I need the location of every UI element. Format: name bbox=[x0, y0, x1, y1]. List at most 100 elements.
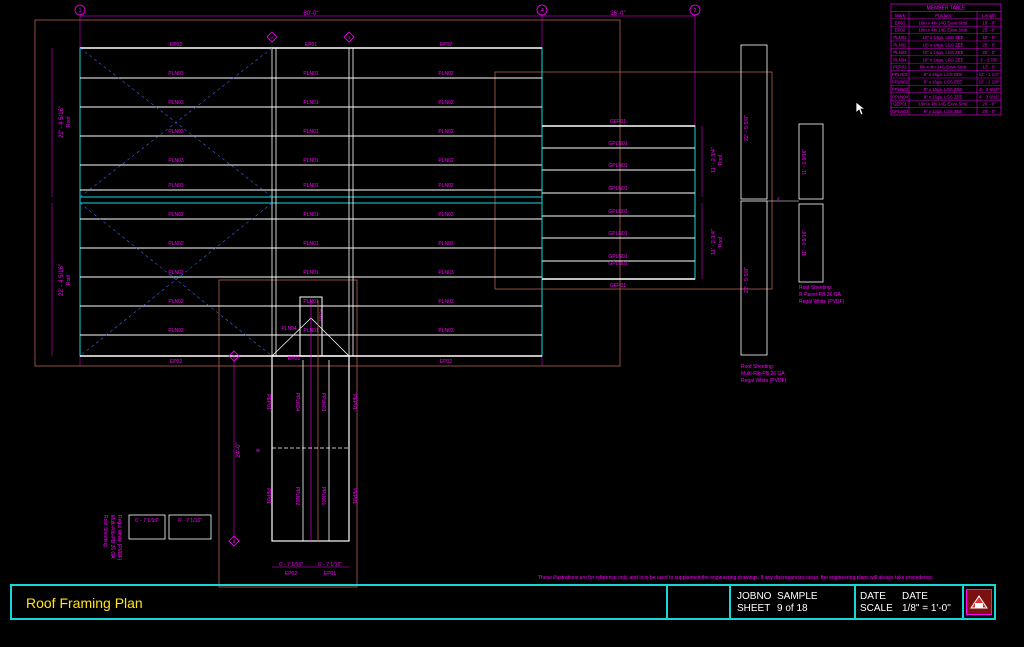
eave-label: EP02 bbox=[170, 359, 182, 365]
grid-diamond-3-label: 3 bbox=[348, 35, 351, 40]
gable-dim-word: Roof bbox=[718, 236, 724, 247]
purlin-label: PLN02 bbox=[438, 100, 454, 106]
purlin-label: PLN02 bbox=[438, 71, 454, 77]
side-panel-small bbox=[798, 123, 824, 200]
legend-box-label: 6' - 7 1/16" bbox=[135, 518, 159, 524]
member-table-cell: 8" x 16ga. LGS ZEE bbox=[924, 80, 963, 85]
purlin-label: PLN02 bbox=[438, 183, 454, 189]
legend-box bbox=[128, 514, 166, 540]
porch-center-label: PPLN02 bbox=[294, 487, 300, 506]
gable-outline bbox=[494, 71, 773, 290]
grid-diamond-2 bbox=[266, 31, 278, 43]
porch-diamond bbox=[228, 350, 240, 362]
purlin-label: PLN01 bbox=[303, 158, 319, 164]
side-sheeting-note: R-Panel-PB 26 GA bbox=[799, 292, 842, 298]
purlin-label: PLN03 bbox=[168, 71, 184, 77]
porch-diamond-label: 2 bbox=[233, 354, 236, 359]
gable-purlin-label: GPLN01 bbox=[608, 209, 627, 215]
eave-label: EP02 bbox=[170, 42, 182, 48]
member-table-cell: 10" x 14ga. LGS ZEE bbox=[923, 43, 964, 48]
member-table-outline bbox=[890, 3, 1002, 116]
purlin-label: PLN02 bbox=[438, 158, 454, 164]
member-table-cell: 10in x 4in 14G Eave Strut bbox=[919, 102, 969, 107]
eave-label: EP01 bbox=[305, 42, 317, 48]
member-table-header: Mark bbox=[895, 13, 906, 18]
porch-bottom-label: EP01 bbox=[324, 571, 336, 577]
grid-bubble-4-label: 4 bbox=[541, 8, 544, 14]
sheet-value: 9 of 18 bbox=[777, 603, 808, 614]
left-dim-upper: 22' - 4 5/16" bbox=[59, 106, 65, 138]
member-table-cell: PPLN04 bbox=[892, 94, 909, 99]
porch-center-label: PPLN04 bbox=[294, 393, 300, 412]
grid-diamond-3 bbox=[343, 31, 355, 43]
title-block-divider bbox=[666, 586, 668, 618]
porch-diamond-label: B bbox=[233, 539, 236, 544]
gable-purlin-label: GPLN01 bbox=[608, 261, 627, 267]
member-table-cell: 12' - 1 1/4" bbox=[979, 80, 1000, 85]
purlin-label: PLN03 bbox=[438, 270, 454, 276]
gable-eave-label: GEP01 bbox=[610, 283, 626, 289]
left-dim-word: Roof bbox=[66, 274, 72, 285]
side-dim-upper: 22' - 5 5/8" bbox=[744, 115, 750, 141]
side-sheeting-note: Roof Sheeting: bbox=[799, 285, 832, 291]
purlin-label: PLN01 bbox=[303, 212, 319, 218]
member-table-cell: GPLN01 bbox=[892, 109, 909, 114]
porch-bottom-dim: 6' - 7 1/16" bbox=[318, 562, 342, 568]
porch-bottom-dim: 6' - 7 1/16" bbox=[279, 562, 303, 568]
gap-label: 8" bbox=[777, 196, 781, 201]
gable-dim-upper: 11' - 2 3/4" bbox=[711, 147, 717, 173]
gable-purlin-label: GPLN01 bbox=[608, 141, 627, 147]
side-panel bbox=[740, 200, 768, 356]
jobno-value: SAMPLE bbox=[777, 591, 818, 602]
cross-bracing bbox=[79, 47, 273, 198]
purlin-label: PLN02 bbox=[168, 212, 184, 218]
member-table-cell: 25' - 0" bbox=[982, 50, 996, 55]
purlin-label: PLN03 bbox=[168, 129, 184, 135]
porch-center-label: PPLN01 bbox=[320, 487, 326, 506]
grid-diamond-2-label: 2 bbox=[271, 35, 274, 40]
side-panel-small bbox=[798, 203, 824, 283]
member-table-title: MEMBER TABLE bbox=[927, 6, 966, 12]
disclaimer-note: These illustrations are for reference on… bbox=[538, 575, 934, 581]
gable-purlin-label: GPLN01 bbox=[608, 163, 627, 169]
member-table-cell: EP01 bbox=[895, 20, 906, 25]
purlin-label: PLN01 bbox=[303, 129, 319, 135]
member-table-cell: 10" x 14ga. LGS ZEE bbox=[923, 57, 964, 62]
gable-purlin-label: GPLN01 bbox=[608, 231, 627, 237]
grid-bubble-2-label: 2 bbox=[694, 8, 697, 14]
legend-sheeting-note: Multi-Rib-PB 26 GA bbox=[109, 515, 115, 559]
member-table-cell: 20' - 0" bbox=[982, 109, 996, 114]
purlin-label: PLN02 bbox=[168, 270, 184, 276]
member-table-header: Length bbox=[982, 13, 996, 18]
member-table-cell: PPLN01 bbox=[892, 72, 909, 77]
legend-box bbox=[168, 514, 212, 540]
porch-outline bbox=[218, 279, 358, 588]
porch-side-label: PEP01 bbox=[265, 394, 271, 410]
purlin-label: PLN02 bbox=[168, 328, 184, 334]
grid-bubble-1 bbox=[74, 4, 86, 16]
member-table-cell: PLN01 bbox=[893, 35, 907, 40]
porch-height-dim: 24'-0" bbox=[236, 442, 242, 457]
title-block-divider bbox=[729, 586, 731, 618]
member-table-cell: 20' - 0" bbox=[982, 102, 996, 107]
porch-label: PLN04 bbox=[281, 326, 297, 332]
eave-label: EP02 bbox=[440, 42, 452, 48]
member-table-cell: 4' - 3 9/16" bbox=[979, 94, 1000, 99]
purlin-label: PLN01 bbox=[303, 183, 319, 189]
porch-marker: ⊕ bbox=[256, 448, 260, 454]
member-table-cell: 10in x 4in 14G Eave Strut bbox=[919, 28, 969, 33]
side-sheeting-note: Regal White (PVDF) bbox=[799, 299, 845, 305]
title-block-divider bbox=[854, 586, 856, 618]
member-table-cell: 8" x 16ga. LGS ZEE bbox=[924, 94, 963, 99]
legend-sheeting-note: Regal White (PVDF) bbox=[116, 515, 122, 561]
sheet-label: SHEET bbox=[737, 603, 771, 614]
scale-value: 1/8" = 1'-0" bbox=[902, 603, 951, 614]
side-small-dim-upper: 11' - 0 9/16" bbox=[802, 149, 808, 175]
member-table-cell: 10' - 6" bbox=[982, 35, 996, 40]
grid-bubble-4 bbox=[536, 4, 548, 16]
gable-eave-label: GEP01 bbox=[610, 119, 626, 125]
eave-label: EP02 bbox=[440, 359, 452, 365]
overall-dim-main: 80'-0" bbox=[303, 11, 318, 17]
purlin-label: PLN03 bbox=[438, 328, 454, 334]
